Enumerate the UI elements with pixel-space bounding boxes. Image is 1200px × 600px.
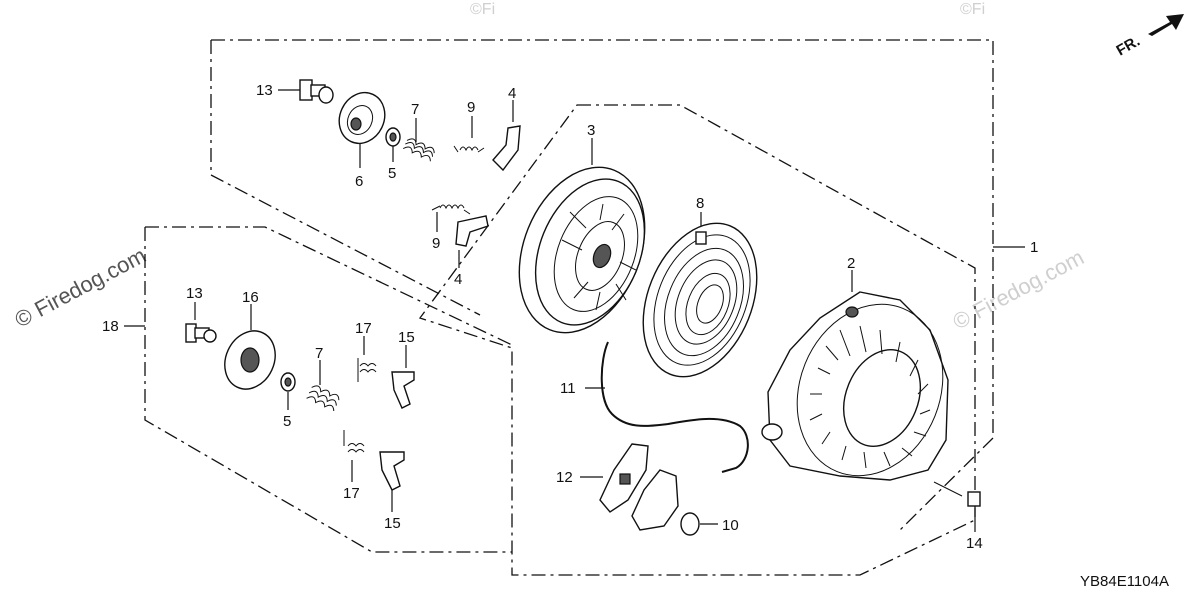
spring-17-lower bbox=[343, 430, 365, 453]
callout-6: 6 bbox=[355, 173, 363, 190]
callout-1: 1 bbox=[1030, 239, 1038, 256]
spring-17-upper bbox=[357, 358, 377, 382]
callout-16: 16 bbox=[242, 289, 259, 306]
bolt-13-upper bbox=[299, 79, 334, 104]
upper-kit-frame bbox=[210, 39, 994, 531]
callout-3: 3 bbox=[587, 122, 595, 139]
spring-9-lower bbox=[431, 204, 471, 215]
callout-15-upper: 15 bbox=[398, 329, 415, 346]
spring-7-upper bbox=[402, 138, 435, 162]
pawl-4-upper bbox=[492, 125, 521, 172]
watermark-left: © Firedog.com bbox=[11, 242, 150, 332]
ratchet-16 bbox=[224, 330, 276, 390]
pawl-4-lower bbox=[455, 215, 489, 247]
front-direction-label: FR. bbox=[1114, 33, 1143, 60]
grip-10 bbox=[631, 469, 700, 536]
rope-11 bbox=[600, 341, 749, 473]
callout-9-upper: 9 bbox=[467, 99, 475, 116]
spring-7-lower bbox=[306, 385, 340, 412]
spring-8 bbox=[642, 222, 758, 378]
callout-7-upper: 7 bbox=[411, 101, 419, 118]
callout-2: 2 bbox=[847, 255, 855, 272]
watermark-top-right: ©Fi bbox=[960, 1, 985, 18]
watermark-top: ©Fi bbox=[470, 1, 495, 18]
grip-cover-12 bbox=[599, 443, 649, 513]
pawl-15-lower bbox=[379, 451, 405, 491]
bolt-13-lower bbox=[185, 323, 217, 343]
diagram-code: YB84E1104A bbox=[1080, 573, 1169, 590]
callout-4-lower: 4 bbox=[454, 271, 462, 288]
callout-labels: 1 2 3 4 4 5 5 6 7 7 8 9 9 10 11 12 13 13… bbox=[102, 82, 1038, 552]
bolt-14 bbox=[933, 481, 981, 507]
callout-5-upper: 5 bbox=[388, 165, 396, 182]
lower-kit-frame bbox=[144, 226, 513, 553]
front-direction-indicator: FR. bbox=[1114, 14, 1184, 60]
pawl-15-upper bbox=[391, 371, 415, 409]
callout-17-upper: 17 bbox=[355, 320, 372, 337]
arrow-icon bbox=[1148, 14, 1184, 36]
callout-4-upper: 4 bbox=[508, 85, 516, 102]
callout-8: 8 bbox=[696, 195, 704, 212]
callout-11: 11 bbox=[560, 380, 576, 397]
callout-13-lower: 13 bbox=[186, 285, 203, 302]
reel-3 bbox=[518, 166, 646, 334]
callout-10: 10 bbox=[722, 517, 739, 534]
watermark-right: © Firedog.com bbox=[949, 244, 1088, 334]
callout-7-lower: 7 bbox=[315, 345, 323, 362]
callout-14: 14 bbox=[966, 535, 983, 552]
spring-9-upper bbox=[453, 145, 485, 153]
callout-9-lower: 9 bbox=[432, 235, 440, 252]
callout-13-upper: 13 bbox=[256, 82, 273, 99]
callout-15-lower: 15 bbox=[384, 515, 401, 532]
callout-17-lower: 17 bbox=[343, 485, 360, 502]
washer-5-upper bbox=[385, 127, 401, 147]
callout-18: 18 bbox=[102, 318, 119, 335]
case-2 bbox=[761, 291, 949, 481]
right-kit-frame bbox=[418, 104, 976, 576]
callout-5-lower: 5 bbox=[283, 413, 291, 430]
ratchet-6 bbox=[338, 91, 386, 145]
washer-5-lower bbox=[280, 372, 296, 392]
callout-12: 12 bbox=[556, 469, 573, 486]
leader-lines bbox=[124, 89, 1025, 532]
